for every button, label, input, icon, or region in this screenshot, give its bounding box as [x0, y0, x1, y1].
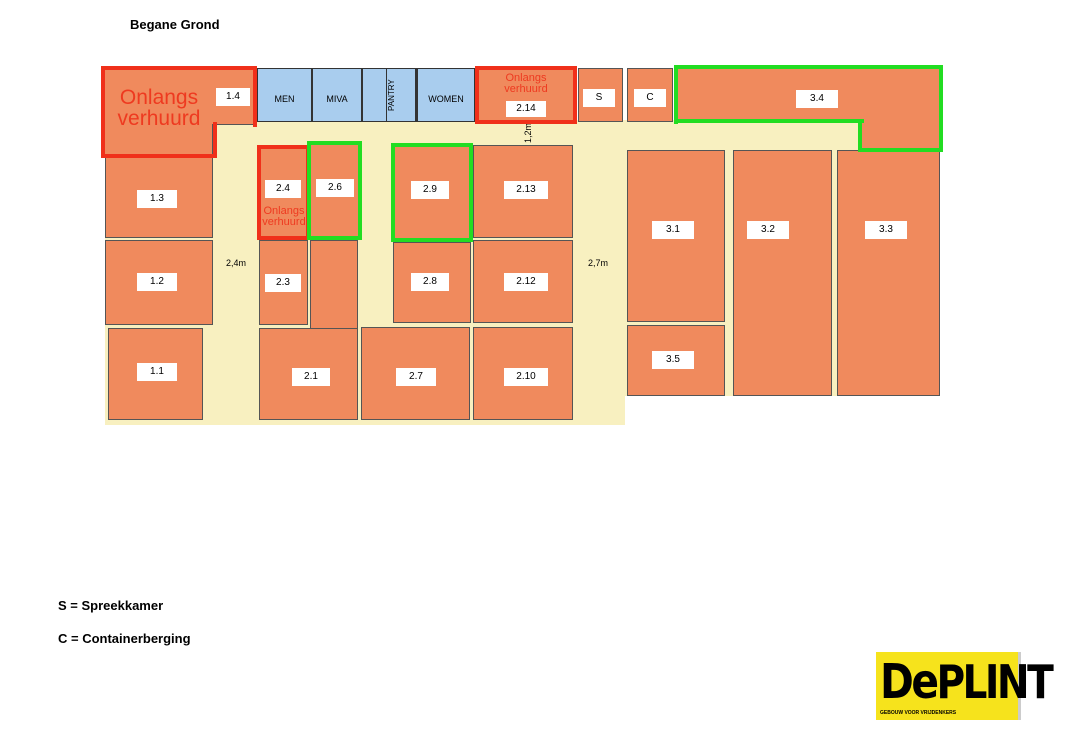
facility-men: MEN [257, 68, 312, 122]
room-label: 1.4 [216, 88, 250, 106]
room-label: S [583, 89, 615, 107]
legend-s: S = Spreekkamer [58, 598, 164, 613]
rented-outline [475, 66, 577, 124]
room-label: 2.13 [504, 181, 548, 199]
facility-women: WOMEN [417, 68, 475, 122]
rented-note: Onlangs verhuurd [262, 205, 306, 228]
room-label: 3.1 [652, 221, 694, 239]
room-label: 2.7 [396, 368, 436, 386]
facility-miva: MIVA [312, 68, 362, 122]
rented-note: Onlangs verhuurd [504, 72, 548, 95]
room-label: 3.3 [865, 221, 907, 239]
room-label: 2.12 [504, 273, 548, 291]
room-2-1-ext[interactable] [310, 240, 358, 330]
room-label: 1.1 [137, 363, 177, 381]
rented-outline [101, 122, 217, 158]
available-outline [307, 141, 362, 240]
legend-c: C = Containerberging [58, 631, 191, 646]
room-label: 3.2 [747, 221, 789, 239]
room-label: 3.5 [652, 351, 694, 369]
available-outline [674, 65, 943, 124]
room-label: 2.8 [411, 273, 449, 291]
dimension: 2,4m [226, 258, 247, 268]
room-label: 2.3 [265, 274, 301, 292]
deplint-logo: DePLINT GEBOUW VOOR VRIJDENKERS [876, 652, 1054, 720]
room-label: 3.4 [796, 90, 838, 108]
room-label: 2.4 [265, 180, 301, 198]
room-label: C [634, 89, 666, 107]
available-outline [674, 119, 864, 123]
facility-pantry: PANTRY [386, 68, 416, 122]
room-label: 1.3 [137, 190, 177, 208]
room-label: 2.9 [411, 181, 449, 199]
available-outline [858, 119, 943, 152]
room-1-4-ext[interactable] [103, 124, 213, 157]
room-3-3[interactable] [837, 150, 940, 396]
rented-outline [101, 66, 257, 127]
room-label: 2.14 [506, 101, 546, 117]
room-label: 2.10 [504, 368, 548, 386]
room-label: 1.2 [137, 273, 177, 291]
floor-title: Begane Grond [130, 17, 220, 32]
room-label: 2.6 [316, 179, 354, 197]
dimension: 1,2m [523, 122, 534, 144]
dimension: 2,7m [588, 258, 609, 268]
outside-area [625, 396, 945, 436]
available-outline [391, 143, 473, 242]
room-3-2[interactable] [733, 150, 832, 396]
room-label: 2.1 [292, 368, 330, 386]
rented-note: Onlangs verhuurd [117, 86, 201, 130]
